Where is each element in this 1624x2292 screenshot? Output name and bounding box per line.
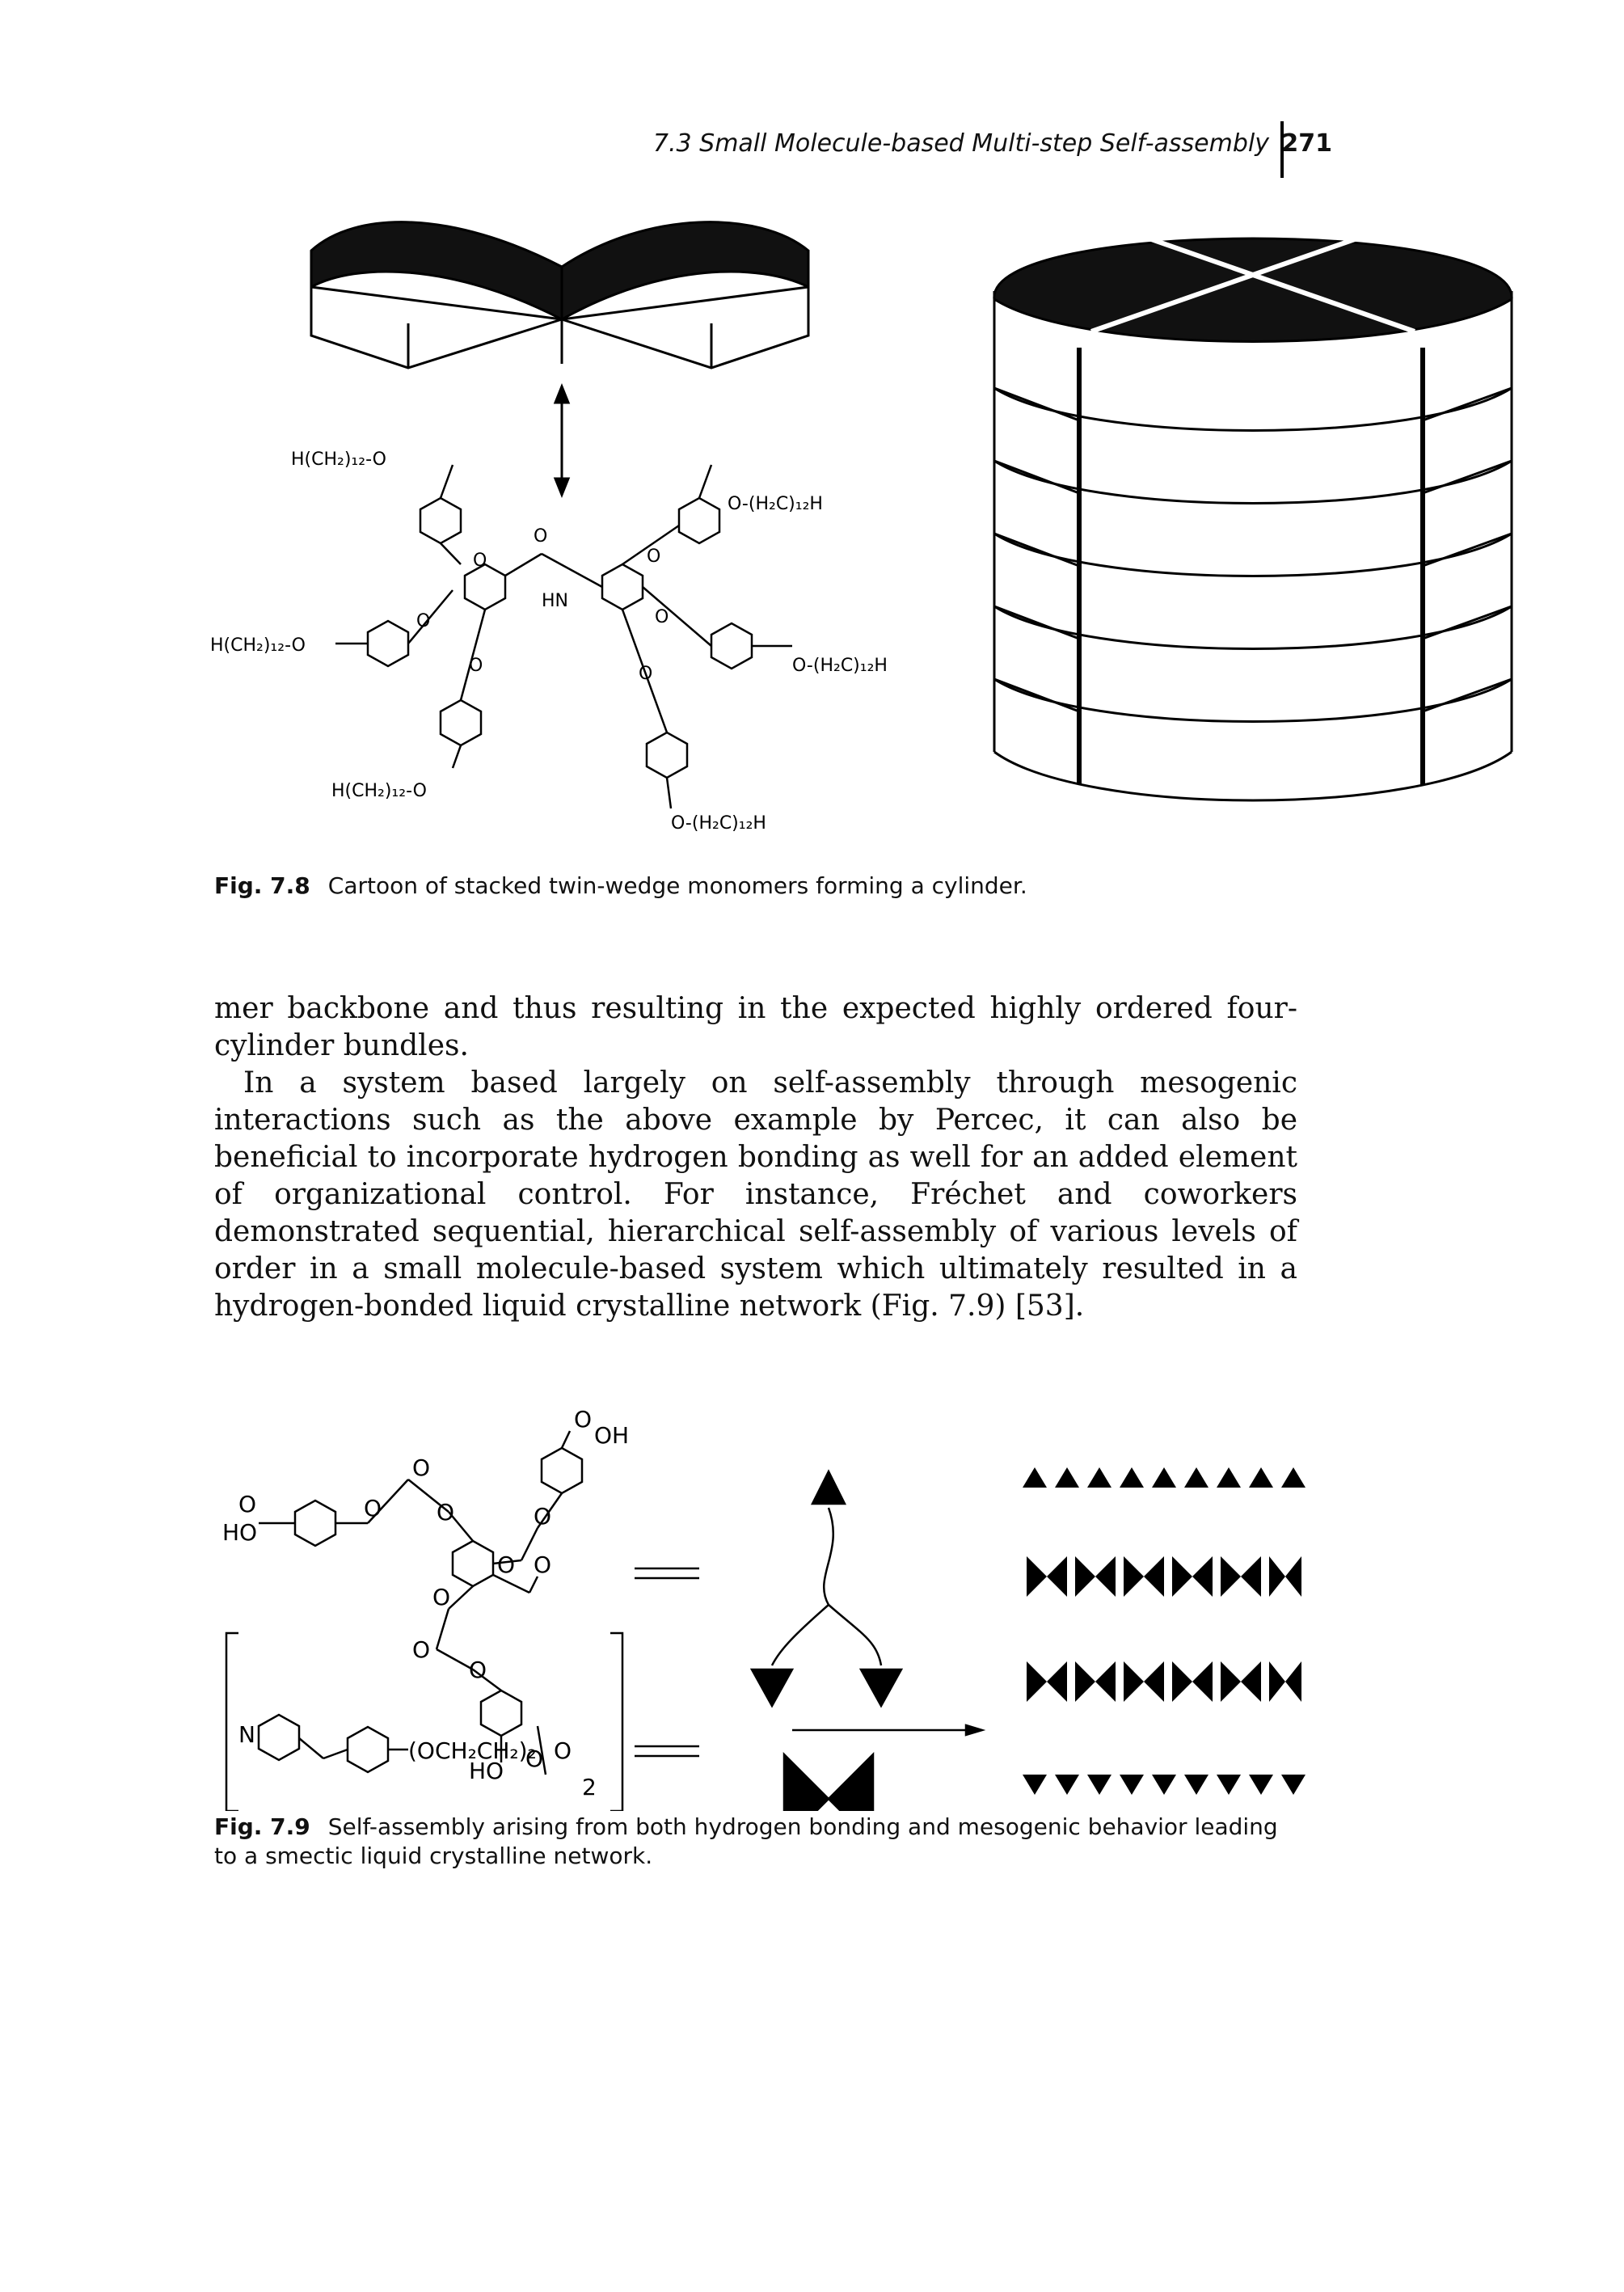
twin-wedge-drawing: [310, 221, 810, 369]
tri-acid-labels: O OH O HO HO O O O O O O O O O O: [222, 1406, 629, 1784]
running-header: 7.3 Small Molecule-based Multi-step Self…: [653, 121, 1374, 178]
label-o-b: O: [412, 1454, 430, 1481]
figure-7-8-caption-text: Cartoon of stacked twin-wedge monomers f…: [327, 872, 1027, 899]
running-title: 7.3 Small Molecule-based Multi-step Self…: [652, 129, 1269, 158]
paragraph-1: mer backbone and thus resulting in the e…: [214, 992, 1297, 1062]
figure-7-8-caption: Fig. 7.8 Cartoon of stacked twin-wedge mo…: [214, 872, 1427, 901]
label-ho-left: HO: [222, 1519, 257, 1546]
top-triangle-row: [1023, 1467, 1306, 1488]
wedge-schematic: [749, 1469, 986, 1847]
double-arrow: [553, 382, 571, 499]
figure-7-8-artwork: H(CH₂)₁₂-O H(CH₂)₁₂-O H(CH₂)₁₂-O O-(H₂C)…: [210, 216, 1513, 834]
label-o-i: O: [469, 1657, 487, 1683]
label-n: N: [238, 1721, 255, 1748]
label-o-top: O: [574, 1406, 592, 1433]
label-o-c: O: [437, 1499, 454, 1526]
bowtie-row-lower: [1027, 1661, 1301, 1702]
figure-7-9-caption-text: Self-assembly arising from both hydrogen…: [214, 1813, 1278, 1869]
molecule-labels: H(CH₂)₁₂-O H(CH₂)₁₂-O H(CH₂)₁₂-O O-(H₂C)…: [210, 450, 888, 834]
ether-o-label-5: O: [655, 607, 669, 627]
label-o-d: O: [534, 1503, 551, 1530]
alkyl-label-mid-right: O-(H₂C)₁₂H: [792, 656, 888, 676]
figure-7-9: O OH O HO HO O O O O O O O O O O: [214, 1391, 1524, 1847]
header-rule: [1280, 121, 1284, 178]
alkyl-label-bottom-right: O-(H₂C)₁₂H: [671, 813, 766, 834]
ether-o-label-6: O: [639, 664, 652, 684]
label-ho-bottom: HO: [469, 1758, 504, 1784]
twin-wedge-molecule: [335, 464, 792, 809]
alkyl-label-bottom-left: H(CH₂)₁₂-O: [331, 781, 427, 801]
body-text: mer backbone and thus resulting in the e…: [214, 990, 1297, 1325]
paragraph-2: In a system based largely on self-assemb…: [214, 1066, 1297, 1323]
amide-nh-label: HN: [542, 591, 568, 611]
alkyl-label-mid-left: H(CH₂)₁₂-O: [210, 635, 306, 656]
label-o-f: O: [534, 1551, 551, 1578]
ether-o-label-4: O: [647, 547, 660, 567]
label-o-e: O: [497, 1551, 515, 1578]
figure-7-9-artwork: O OH O HO HO O O O O O O O O O O: [222, 1406, 1306, 1847]
bottom-triangle-row: [1023, 1775, 1306, 1795]
alkyl-label-top-left: H(CH₂)₁₂-O: [291, 450, 386, 470]
stacked-cylinder-drawing: [993, 216, 1513, 802]
page-number: 271: [1281, 129, 1332, 158]
smectic-network: [1023, 1467, 1306, 1795]
carbonyl-o-label: O: [534, 526, 547, 547]
figure-7-8-label: Fig. 7.8: [214, 872, 310, 899]
bowtie-row-upper: [1023, 1552, 1306, 1601]
figure-7-9-label: Fig. 7.9: [214, 1813, 310, 1840]
ether-o-label-1: O: [473, 551, 487, 571]
ether-o-label-3: O: [469, 656, 483, 676]
label-o-bottom: O: [525, 1745, 543, 1772]
label-o-a: O: [364, 1495, 382, 1522]
alkyl-label-top-right: O-(H₂C)₁₂H: [728, 494, 823, 514]
label-o-left: O: [238, 1491, 256, 1517]
ether-o-label-2: O: [416, 611, 430, 631]
label-o-end: O: [554, 1737, 572, 1764]
pyridyl-labels: N (OCH₂CH₂)₂ O 2: [238, 1721, 597, 1800]
label-peg: (OCH₂CH₂)₂: [408, 1737, 537, 1764]
label-o-h: O: [412, 1636, 430, 1663]
figure-7-8: H(CH₂)₁₂-O H(CH₂)₁₂-O H(CH₂)₁₂-O O-(H₂C)…: [194, 186, 1528, 849]
label-oh-top: OH: [594, 1422, 629, 1449]
tri-acid-molecule: [259, 1430, 699, 1762]
label-subscript-2: 2: [582, 1774, 597, 1800]
label-o-g: O: [432, 1584, 450, 1610]
